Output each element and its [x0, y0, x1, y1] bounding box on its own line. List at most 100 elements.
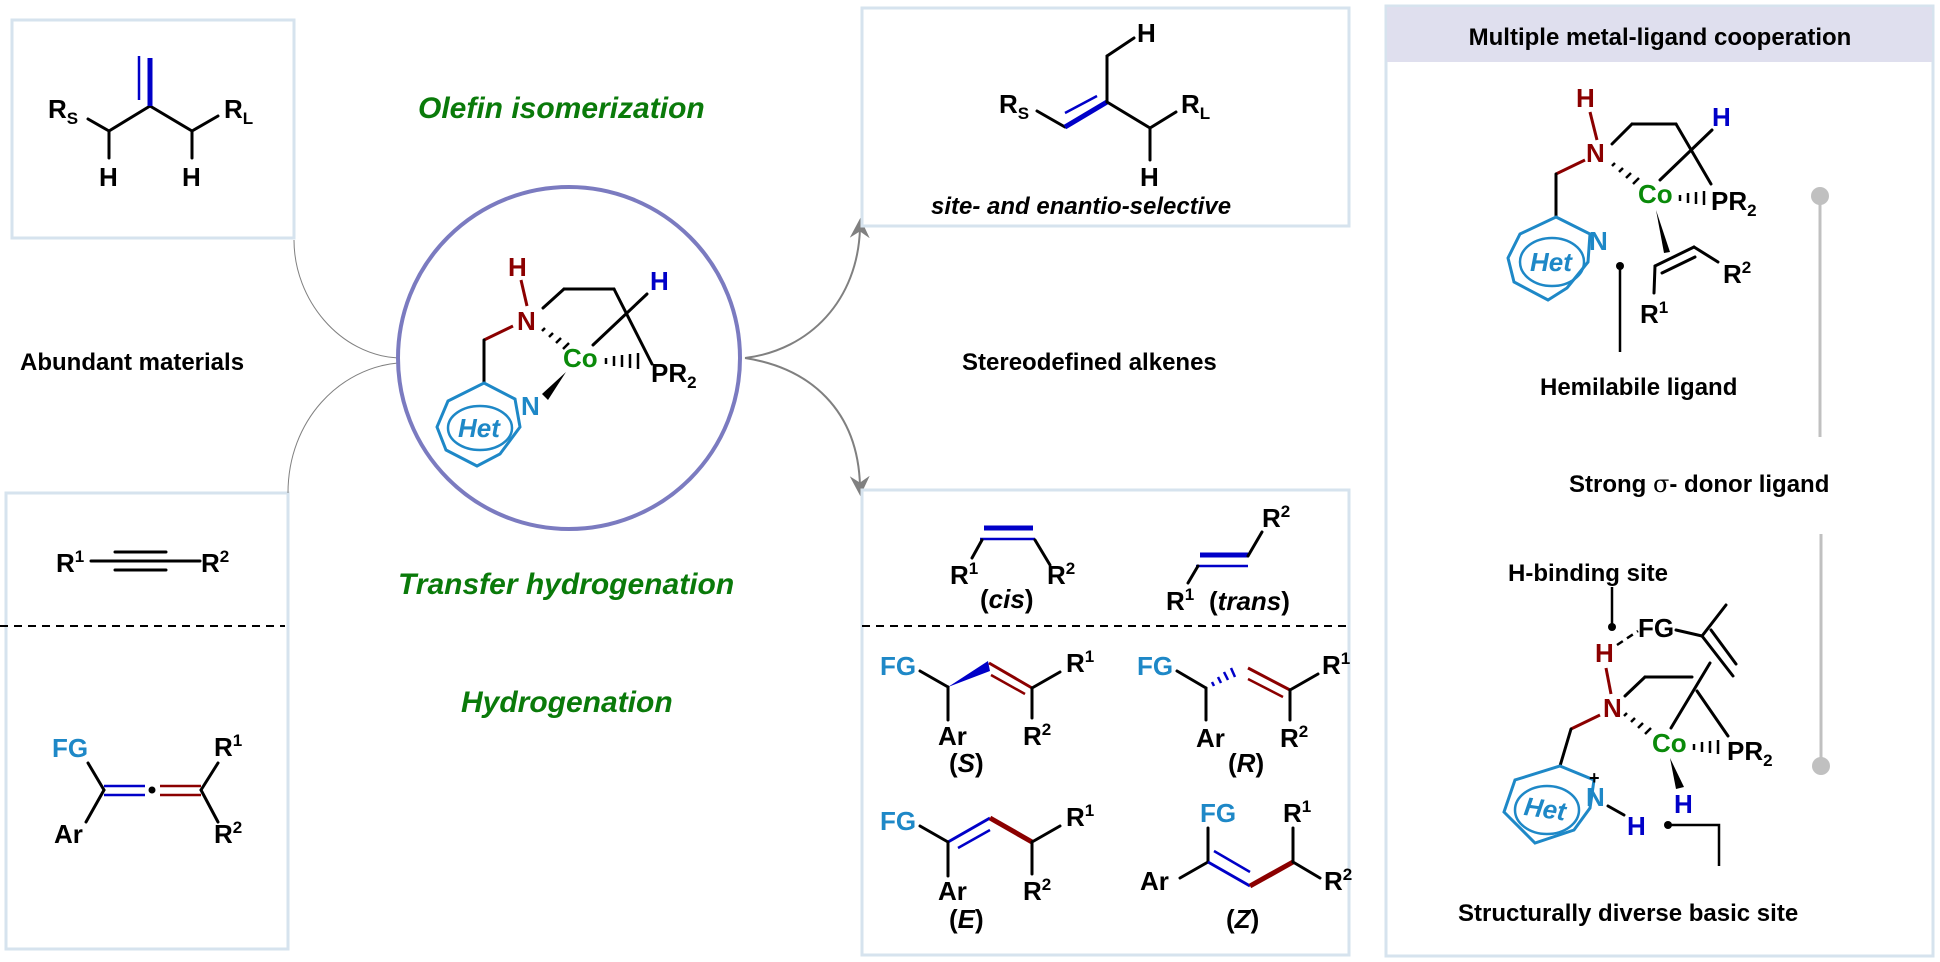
cobalt-catalyst: Het N H N H Co PR2 [435, 252, 697, 468]
ar-label: Ar [938, 876, 967, 906]
cobalt-label: Co [1652, 728, 1687, 758]
h-label: H [182, 162, 201, 192]
r2-label: R2 [1023, 720, 1051, 751]
h-label: H [99, 162, 118, 192]
ar-label: Ar [1196, 723, 1225, 753]
product-box-bottom [860, 488, 1351, 957]
r1-label: R1 [56, 547, 84, 578]
r2-label: R2 [1324, 865, 1352, 896]
phosphine-label: PR2 [1727, 736, 1773, 770]
r2-label: R2 [1047, 559, 1075, 590]
z-caption: (Z) [1226, 904, 1259, 934]
e-caption: (E) [949, 904, 984, 934]
fg-label: FG [52, 733, 88, 763]
product-box-top [860, 6, 1351, 228]
hydride-h-label: H [650, 266, 669, 296]
r1-label: R1 [1322, 649, 1350, 680]
amine-h-label: H [1576, 83, 1595, 113]
r2-label: R2 [214, 818, 242, 849]
mlc-panel [1384, 4, 1935, 958]
mlc-panel-header [1387, 7, 1932, 62]
s-alkene: FG R1 Ar R2 (S) [880, 647, 1094, 778]
r2-label: R2 [1262, 502, 1290, 533]
cis-caption: (cis) [980, 584, 1034, 614]
pyridine-n-label: N [1589, 226, 1608, 256]
r1-label: R1 [214, 731, 242, 762]
rs-label: RS [48, 94, 78, 128]
e-alkene: FG R1 Ar R2 (E) [880, 801, 1094, 934]
phosphine-label: PR2 [651, 358, 697, 392]
substrate-box-bottom [4, 491, 290, 951]
amine-h-label: H [508, 252, 527, 282]
r2-label: R2 [1723, 258, 1751, 289]
hydride-h-label: H [1674, 789, 1693, 819]
connector-curve-bottom [287, 362, 399, 494]
positive-charge: + [1589, 768, 1600, 788]
rl-label: RL [224, 94, 253, 128]
r2-label: R2 [201, 547, 229, 578]
r-caption: (R) [1228, 748, 1264, 778]
r1-label: R1 [1066, 647, 1094, 678]
z-alkene: FG R1 Ar R2 (Z) [1140, 797, 1352, 934]
connector-curve-top [293, 239, 399, 359]
fg-label: FG [1638, 613, 1674, 643]
r1-label: R1 [1066, 801, 1094, 832]
hemilabile-label: Hemilabile ligand [1540, 374, 1737, 401]
ar-label: Ar [938, 721, 967, 751]
cobalt-label: Co [563, 343, 598, 373]
alkyne: R1 R2 [56, 547, 229, 578]
process-transfer-hydrogenation: Transfer hydrogenation [398, 568, 734, 601]
r1-label: R1 [1640, 298, 1668, 329]
basic-site-pointer [1668, 823, 1721, 866]
amine-n-label: N [1603, 693, 1622, 723]
rs-label: RS [999, 89, 1029, 123]
process-olefin-isomerization: Olefin isomerization [418, 92, 705, 125]
pyridinium-n-label: N [1586, 782, 1605, 812]
trans-alkene: R2 R1 (trans) [1166, 502, 1290, 616]
substrate-box-top [10, 18, 296, 240]
h-binding-site-label: H-binding site [1508, 560, 1668, 587]
amine-n-label: N [1586, 138, 1605, 168]
het-label: Het [1530, 247, 1573, 277]
catalyst-circle [396, 185, 742, 531]
cis-alkene: R1 R2 (cis) [950, 525, 1075, 614]
phosphine-label: PR2 [1711, 186, 1757, 220]
cobalt-label: Co [1638, 179, 1673, 209]
arrow-to-alkenes [744, 357, 870, 496]
fg-label: FG [1200, 798, 1236, 828]
selectivity-caption: site- and enantio-selective [931, 193, 1231, 220]
r1-label: R1 [1283, 797, 1311, 828]
het-label: Het [458, 413, 501, 443]
h-label: H [1140, 162, 1159, 192]
sigma-donor-label: Strong σ- donor ligand [1569, 470, 1829, 498]
r2-label: R2 [1023, 875, 1051, 906]
r1-label: R1 [1166, 585, 1194, 616]
allene: FG Ar R1 R2 [52, 731, 242, 849]
hydride-h-label: H [1712, 102, 1731, 132]
pyridine-n-label: N [521, 391, 540, 421]
hemilabile-complex: Het N H N H Co PR2 R1 R2 [1506, 83, 1757, 329]
amine-n-label: N [517, 306, 536, 336]
abundant-materials-label: Abundant materials [20, 349, 244, 376]
trisubstituted-olefin: RS RL H H [999, 18, 1210, 192]
fg-label: FG [1137, 651, 1173, 681]
fg-label: FG [880, 806, 916, 836]
r1-label: R1 [950, 559, 978, 590]
h-label: H [1137, 18, 1156, 48]
mlc-complex: FG H N Co PR2 H Het N + H [1502, 603, 1773, 845]
trans-caption: (trans) [1209, 586, 1290, 616]
gem-disubstituted-olefin: RS RL H H [48, 56, 253, 192]
process-hydrogenation: Hydrogenation [461, 686, 673, 719]
rl-label: RL [1181, 89, 1210, 123]
ar-label: Ar [54, 819, 83, 849]
mlc-panel-title: Multiple metal-ligand cooperation [1469, 24, 1852, 51]
pyridinium-h-label: H [1627, 811, 1646, 841]
ar-label: Ar [1140, 866, 1169, 896]
s-caption: (S) [949, 748, 984, 778]
arrow-to-isomerization [744, 218, 870, 359]
stereodefined-alkenes-label: Stereodefined alkenes [962, 349, 1217, 376]
amine-h-label: H [1595, 638, 1614, 668]
r2-label: R2 [1280, 722, 1308, 753]
r-alkene: FG R1 Ar R2 (R) [1137, 649, 1350, 778]
